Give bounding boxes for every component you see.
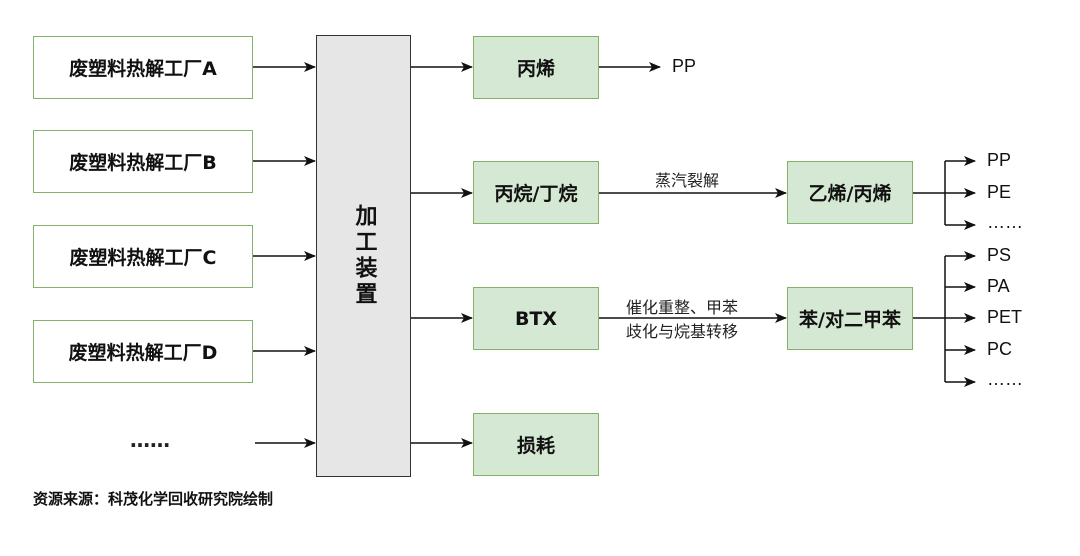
aromatics-label: 苯/对二甲苯: [799, 309, 901, 331]
btx-process-label-1: 催化重整、甲苯: [626, 298, 739, 317]
btx-process-label-2: 歧化与烷基转移: [626, 322, 739, 341]
plant-d: 废塑料热解工厂D: [33, 320, 253, 383]
product-label: 丙烷/丁烷: [494, 183, 578, 205]
plant-a: 废塑料热解工厂A: [33, 36, 253, 99]
plants-more: ……: [130, 428, 170, 452]
aromatic-output: PC: [987, 339, 1013, 359]
plant-label: 废塑料热解工厂D: [68, 342, 218, 364]
product-propane-butane: 丙烷/丁烷: [473, 161, 599, 224]
processing-unit: 加工装置: [316, 35, 411, 477]
olefin-output: PP: [987, 150, 1012, 170]
source-note: 资源来源：科茂化学回收研究院绘制: [33, 490, 274, 508]
plant-c: 废塑料热解工厂C: [33, 225, 253, 288]
olefin-output: PE: [987, 182, 1012, 202]
aromatics-box: 苯/对二甲苯: [787, 287, 913, 350]
product-label: BTX: [514, 307, 558, 330]
aromatic-output: PS: [987, 245, 1012, 265]
olefin-output: ……: [987, 212, 1023, 232]
processing-unit-label: 加工装置: [351, 204, 377, 308]
olefins-label: 乙烯/丙烯: [808, 183, 892, 205]
product-btx: BTX: [473, 287, 599, 350]
product-propylene: 丙烯: [473, 36, 599, 99]
propylene-output: PP: [672, 56, 697, 76]
plant-label: 废塑料热解工厂B: [69, 152, 217, 174]
product-label: 丙烯: [516, 58, 555, 80]
plant-label: 废塑料热解工厂C: [69, 247, 217, 269]
olefins-box: 乙烯/丙烯: [787, 161, 913, 224]
product-label: 损耗: [516, 435, 555, 457]
steam-cracking-label: 蒸汽裂解: [655, 171, 720, 190]
plant-label: 废塑料热解工厂A: [69, 58, 217, 80]
aromatic-output: PA: [987, 276, 1010, 296]
product-loss: 损耗: [473, 413, 599, 476]
aromatic-output: ……: [987, 369, 1023, 389]
plant-b: 废塑料热解工厂B: [33, 130, 253, 193]
aromatic-output: PET: [987, 307, 1023, 327]
